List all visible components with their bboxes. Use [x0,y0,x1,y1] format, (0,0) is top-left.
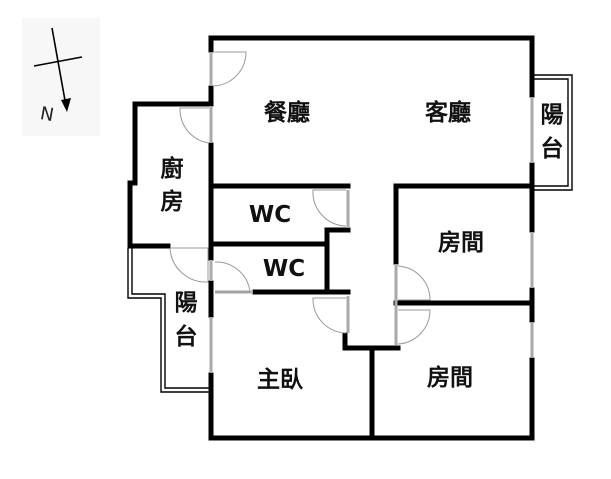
north-label: N [38,103,55,126]
room-label-master-bedroom: 主臥 [257,367,304,393]
door-icon [312,189,347,227]
door-icon [397,309,431,345]
door-icon [212,51,247,87]
room-label-balcony-east: 陽 [541,102,564,128]
compass-needle [51,27,67,107]
room-label-balcony-west: 陽 [175,290,198,316]
room-label-bedroom-2: 房間 [427,364,473,391]
room-labels: 餐廳 客廳 陽 台 廚 房 WC WC 房間 陽 台 主臥 房間 [161,99,564,393]
room-label-living: 客廳 [425,99,471,126]
compass: N [22,18,100,136]
room-label-bedroom-1: 房間 [438,229,484,256]
room-label-balcony-west: 台 [175,323,198,350]
doors [169,51,431,345]
door-icon [312,297,347,334]
room-label-balcony-east: 台 [541,135,564,162]
balconies [127,74,573,393]
room-label-wc-1: WC [249,202,291,228]
door-icon [169,247,209,283]
door-icon [214,261,251,293]
room-label-wc-2: WC [263,256,305,282]
door-icon [397,265,431,301]
room-label-kitchen: 房 [161,188,184,215]
arrow-icon [61,98,71,112]
walls [127,35,535,441]
room-label-kitchen: 廚 [161,155,184,182]
door-icon [179,107,210,144]
room-label-dining: 餐廳 [264,99,310,126]
compass-crossbar [33,56,83,67]
